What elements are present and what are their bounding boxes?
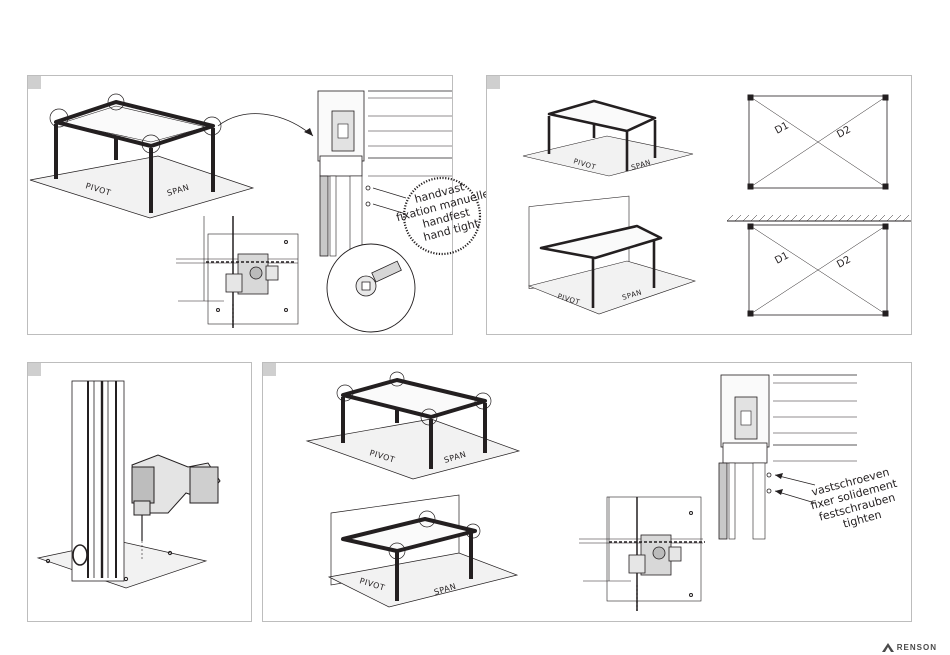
bracket-detail: [176, 216, 298, 328]
step-panel-1: PIVOT SPAN: [27, 75, 453, 335]
arrow-to-detail: [218, 114, 313, 136]
drilling-illustration: [28, 363, 253, 623]
d1-label: D1: [773, 120, 791, 136]
pergola-assembly-illustration: PIVOT SPAN: [28, 76, 454, 336]
drill-icon: [132, 455, 220, 561]
renson-logo-icon: [882, 643, 894, 652]
wall-hatch: [727, 215, 909, 221]
step-panel-3: [27, 362, 252, 622]
step-panel-2: PIVOT SPAN PIVOT SPAN D1 D2: [486, 75, 912, 335]
diagonal-check-illustration: PIVOT SPAN PIVOT SPAN D1 D2: [487, 76, 913, 336]
d1-label: D1: [773, 250, 791, 266]
plan-view-freestanding: [748, 95, 888, 189]
post: [72, 381, 124, 581]
plan-view-wall-mounted: [748, 224, 888, 316]
final-tighten-illustration: PIVOT SPAN PIVOT SPAN: [263, 363, 913, 623]
bracket-detail: [579, 497, 705, 611]
tighten-callout: vastschroeven fixer solidement festschra…: [806, 463, 909, 537]
hand-tight-callout: handvast fixation manuelle handfest hand…: [391, 173, 500, 249]
step-panel-4: PIVOT SPAN PIVOT SPAN: [262, 362, 912, 622]
d2-label: D2: [835, 124, 853, 140]
brand-logo: RENSON: [882, 643, 937, 652]
ground-slab: [30, 156, 253, 218]
roof-frame: [56, 102, 213, 146]
brand-name: RENSON: [897, 643, 937, 652]
